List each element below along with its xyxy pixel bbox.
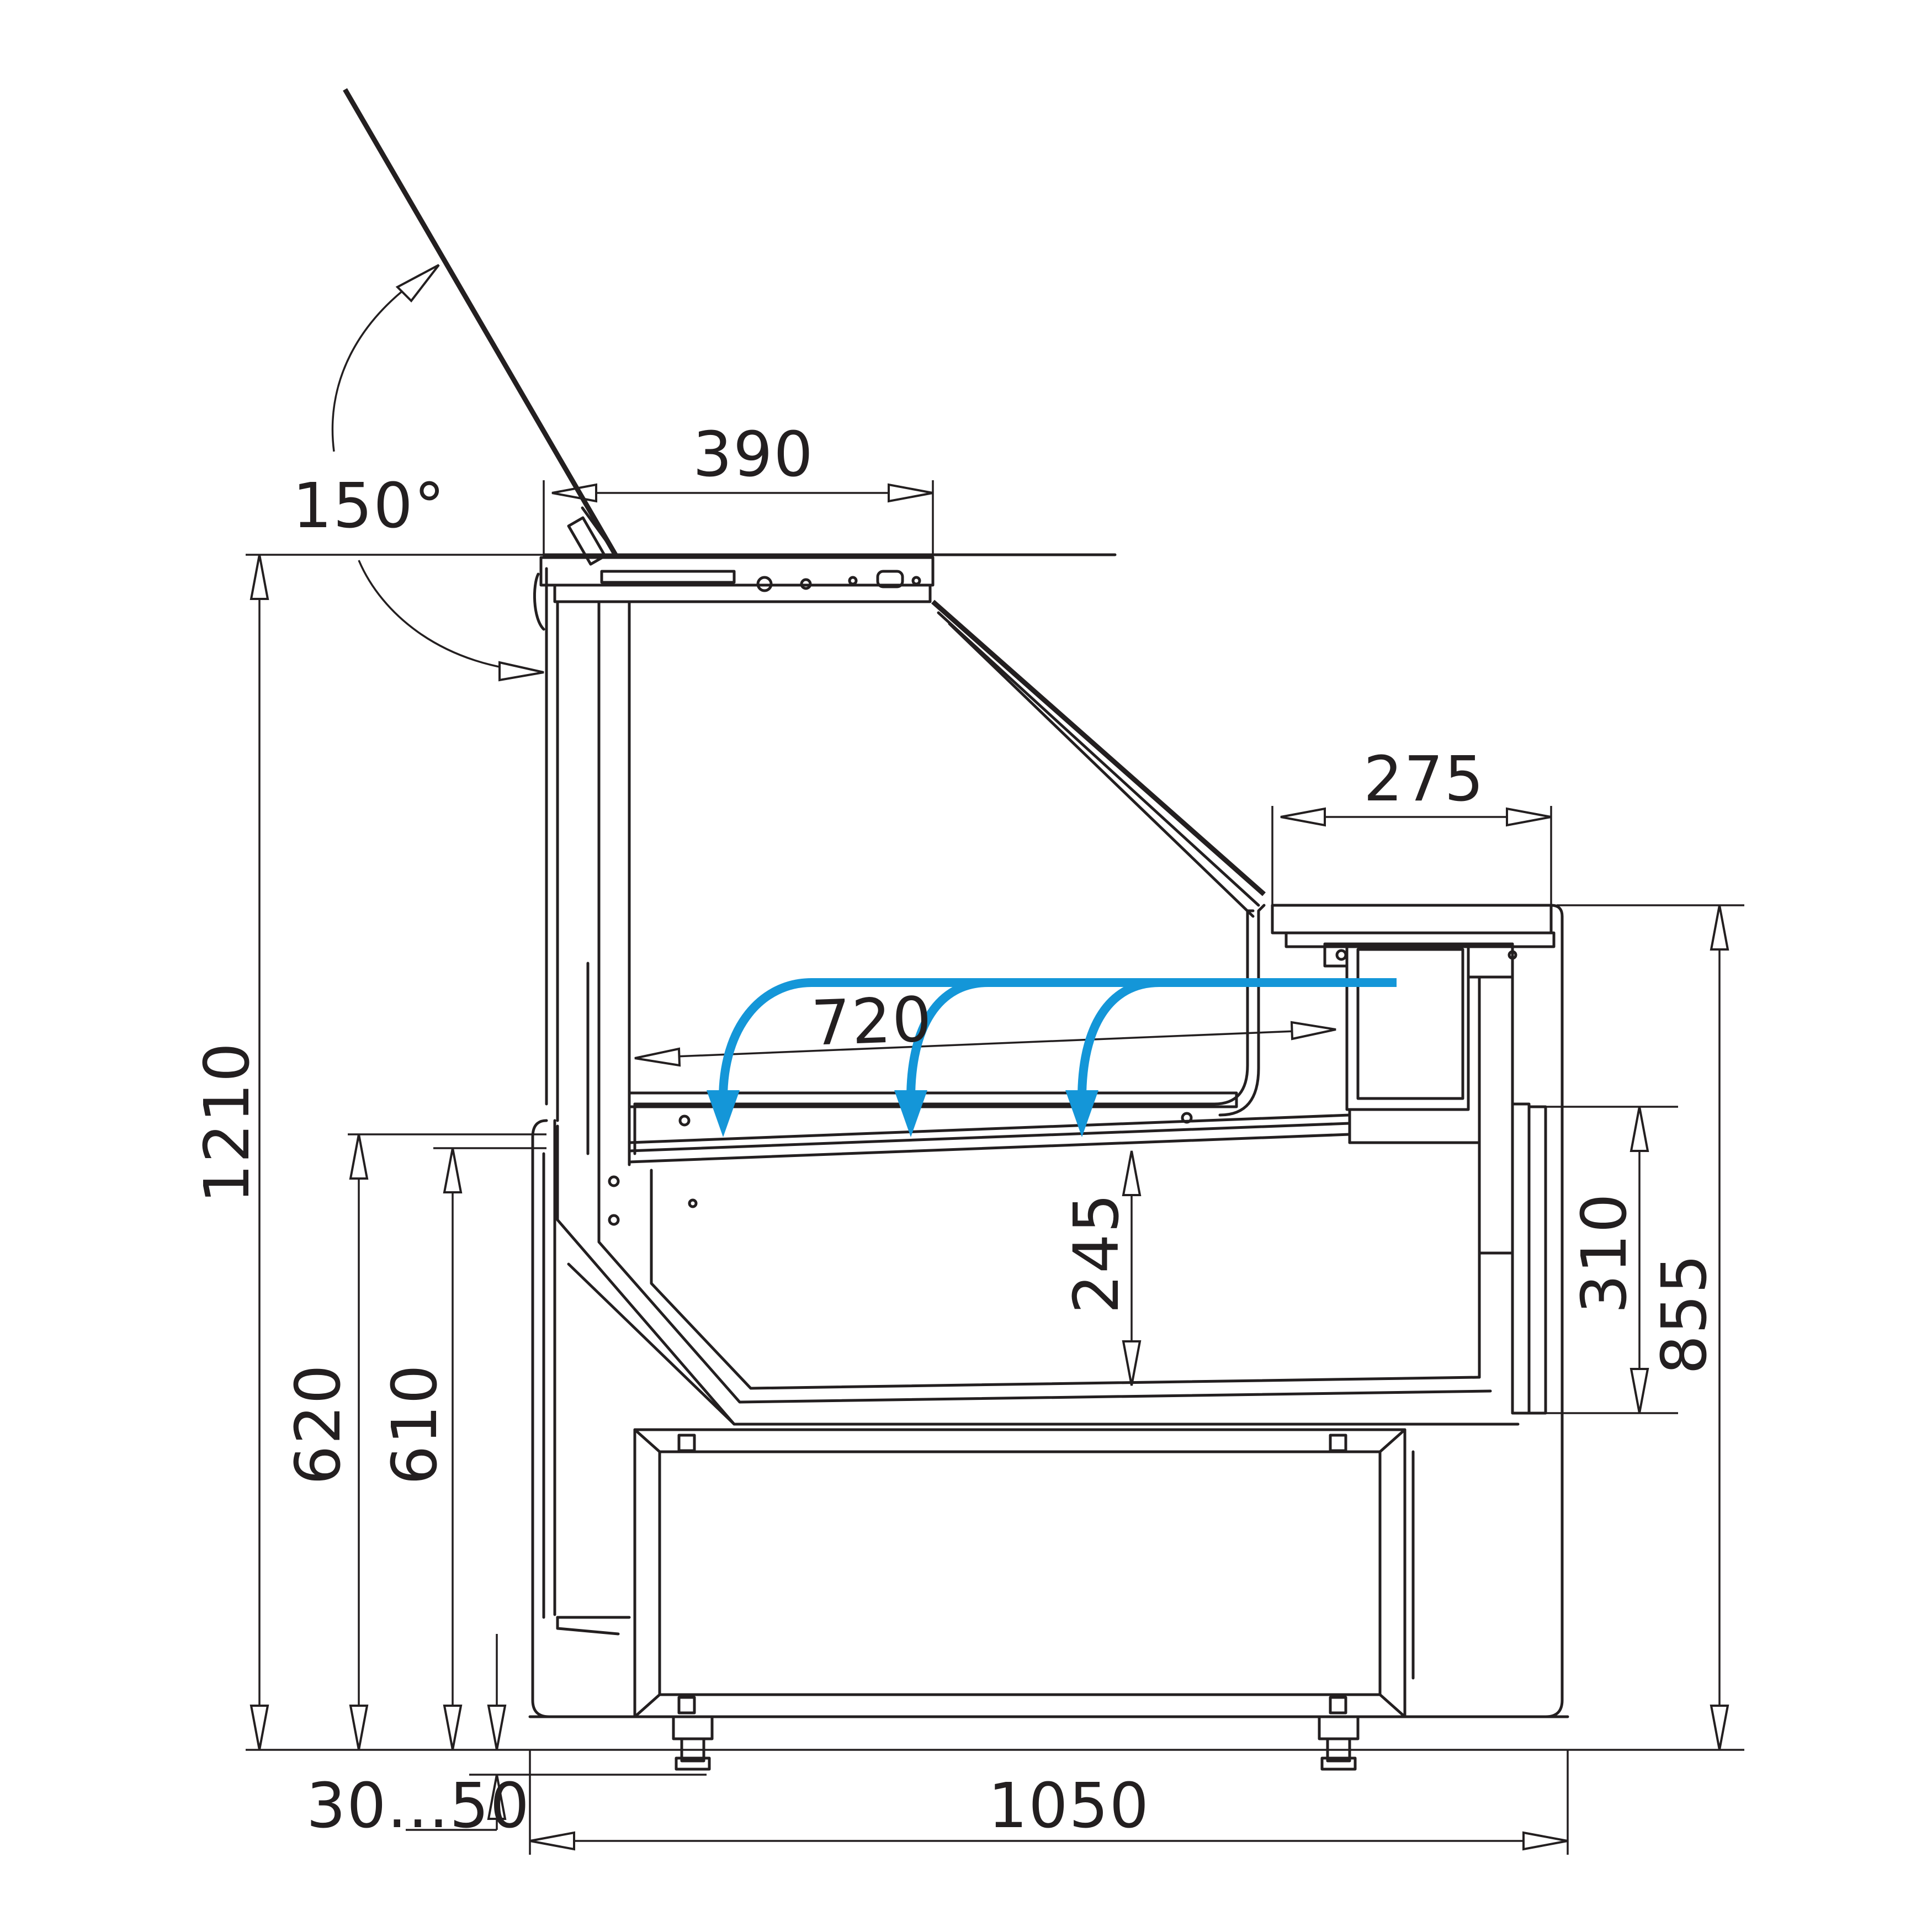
dimension-lines [246, 264, 1744, 1855]
total-depth-label: 1050 [988, 1770, 1150, 1842]
dimension-labels: 150° 390 275 720 1050 30...50 1210 620 6… [192, 419, 1721, 1842]
foot-adjust-label: 30...50 [306, 1770, 530, 1842]
inner-height-b-label: 610 [379, 1363, 451, 1485]
inner-height-a-label: 620 [283, 1363, 354, 1485]
cabinet-body [343, 88, 1569, 1771]
counter-height-label: 855 [1649, 1253, 1721, 1374]
airflow-arrows [707, 978, 1397, 1137]
angle-label: 150° [293, 470, 446, 542]
display-depth-label: 720 [810, 984, 934, 1060]
top-depth-label: 390 [693, 419, 814, 491]
total-height-label: 1210 [192, 1042, 263, 1203]
front-panel-height-label: 310 [1569, 1192, 1641, 1314]
tray-height-label: 245 [1061, 1192, 1133, 1314]
shelf-depth-label: 275 [1363, 744, 1485, 815]
